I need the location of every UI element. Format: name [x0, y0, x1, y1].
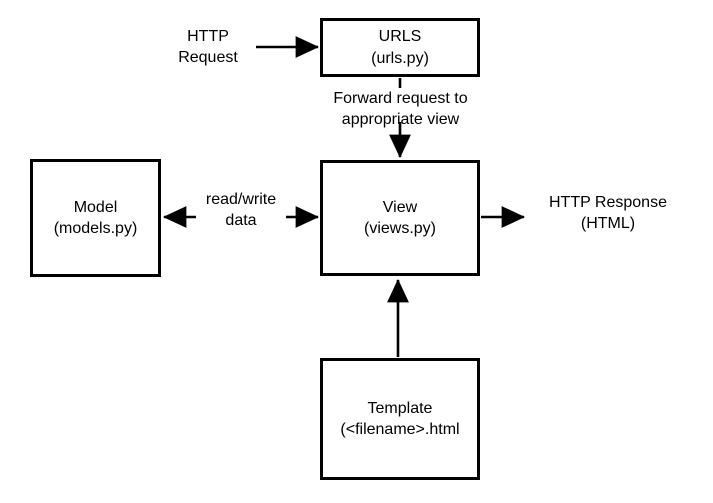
label-read-write-line1: read/write	[205, 191, 277, 208]
node-template-file: (<filename>.html	[340, 421, 460, 438]
node-template[interactable]: Template (<filename>.html	[320, 358, 480, 480]
label-http-request-line2: Request	[178, 49, 238, 67]
label-http-request: HTTP Request	[160, 26, 256, 68]
label-forward-request-line1: Forward request to	[333, 90, 468, 107]
label-http-response-line2: (HTML)	[580, 215, 636, 233]
label-http-response: HTTP Response (HTML)	[528, 192, 688, 234]
node-view-title: View	[382, 198, 418, 216]
label-forward-request-line2: appropriate view	[341, 111, 460, 129]
label-forward-request: Forward request to appropriate view	[313, 88, 488, 130]
node-urls-title: URLS	[378, 28, 422, 46]
node-model-title: Model	[73, 198, 118, 216]
label-read-write-data: read/write data	[196, 189, 286, 231]
label-http-response-line1: HTTP Response	[549, 194, 667, 211]
node-view[interactable]: View (views.py)	[320, 160, 480, 276]
node-view-file: (views.py)	[363, 220, 436, 237]
label-http-request-line1: HTTP	[187, 28, 229, 45]
node-model-file: (models.py)	[53, 220, 138, 237]
node-urls-file: (urls.py)	[371, 49, 429, 67]
label-read-write-line2: data	[225, 212, 257, 230]
node-template-title: Template	[367, 399, 433, 417]
node-urls[interactable]: URLS (urls.py)	[320, 18, 480, 77]
node-model[interactable]: Model (models.py)	[30, 159, 161, 277]
